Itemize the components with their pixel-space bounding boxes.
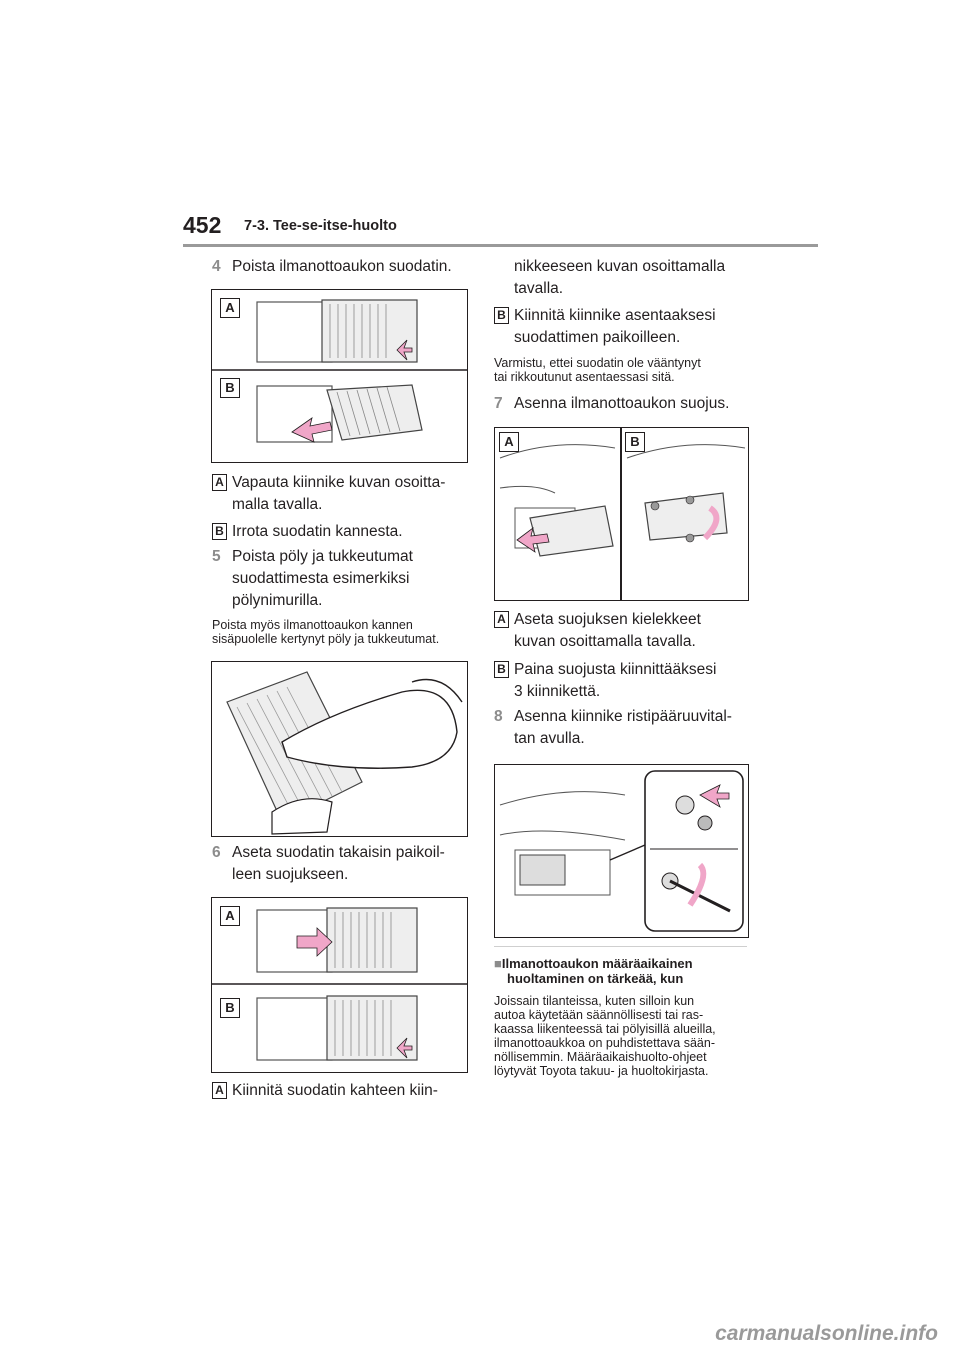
figure-label-b: B	[625, 432, 645, 452]
step-text: Poista ilmanottoaukon suodatin.	[232, 258, 452, 275]
body-line4: ilmanottoaukkoa on puhdistettava sään-	[494, 1036, 715, 1050]
body-line6: löytyvät Toyota takuu- ja huoltokirjasta…	[494, 1064, 709, 1078]
step-number: 8	[494, 708, 503, 725]
note-2-line2: tai rikkoutunut asentaessasi sitä.	[494, 370, 675, 384]
step-4: 4 Poista ilmanottoaukon suodatin.	[212, 256, 452, 278]
bullet-square-icon: ■	[494, 956, 502, 971]
step-number: 5	[212, 548, 221, 565]
note-1-line2: sisäpuolelle kertynyt pöly ja tukkeutuma…	[212, 632, 440, 646]
vacuum-illustration	[226, 671, 463, 835]
cover-install-illustration	[499, 428, 746, 600]
step-6-line2: leen suojukseen.	[232, 866, 349, 883]
step-number: 7	[494, 395, 503, 412]
note-2-line1: Varmistu, ettei suodatin ole vääntynyt	[494, 356, 701, 370]
step-8-line2: tan avulla.	[514, 730, 585, 747]
figure-install-cover: A B	[494, 427, 749, 601]
body-line2: autoa käytetään säännöllisesti tai ras-	[494, 1008, 704, 1022]
body-line5: nöllisemmin. Määräaikaishuolto-ohjeet	[494, 1050, 707, 1064]
figure-label-b: B	[220, 378, 240, 398]
figure-vacuum-filter	[211, 661, 468, 837]
section-title: 7-3. Tee-se-itse-huolto	[244, 218, 397, 234]
note-1-line1: Poista myös ilmanottoaukon kannen	[212, 618, 413, 632]
figure-label-a: A	[220, 298, 240, 318]
instruction-b-3-cont: 3 kiinnikettä.	[514, 683, 601, 700]
instruction-a-1-cont: malla tavalla.	[232, 496, 323, 513]
header-rule	[183, 244, 818, 247]
body-line3: kaassa liikenteessä tai pölyisillä aluei…	[494, 1022, 716, 1036]
label-a-box: A	[494, 611, 509, 628]
step-5-line2: suodattimesta esimerkiksi	[232, 570, 410, 587]
label-a-box: A	[212, 1082, 227, 1099]
page-number: 452	[183, 212, 222, 238]
instruction-b-2-cont: suodattimen paikoilleen.	[514, 329, 681, 346]
clip-install-illustration	[499, 770, 744, 932]
figure-remove-filter: A B	[211, 289, 468, 463]
label-b-box: B	[494, 661, 509, 678]
instruction-a-3-cont: kuvan osoittamalla tavalla.	[514, 633, 696, 650]
instruction-a-2-cont1: nikkeeseen kuvan osoittamalla	[514, 258, 726, 275]
figure-install-filter: A B	[211, 897, 468, 1073]
step-number: 6	[212, 844, 221, 861]
figure-label-a: A	[499, 432, 519, 452]
label-a-box: A	[212, 474, 227, 491]
figure-install-clip	[494, 764, 749, 938]
filter-removal-illustration	[212, 299, 467, 443]
step-number: 4	[212, 258, 221, 275]
section-divider	[494, 946, 747, 947]
subheading-line2: huoltaminen on tärkeää, kun	[507, 971, 684, 986]
step-5-line3: pölynimurilla.	[232, 592, 323, 609]
label-b-box: B	[212, 523, 227, 540]
subheading: ■Ilmanottoaukon määräaikainen	[494, 956, 693, 971]
figure-label-b: B	[220, 998, 240, 1018]
instruction-a-2-cont2: tavalla.	[514, 280, 564, 297]
figure-label-a: A	[220, 906, 240, 926]
label-b-box: B	[494, 307, 509, 324]
watermark: carmanualsonline.info	[715, 1322, 938, 1345]
filter-install-illustration	[212, 907, 467, 1061]
body-line1: Joissain tilanteissa, kuten silloin kun	[494, 994, 695, 1008]
